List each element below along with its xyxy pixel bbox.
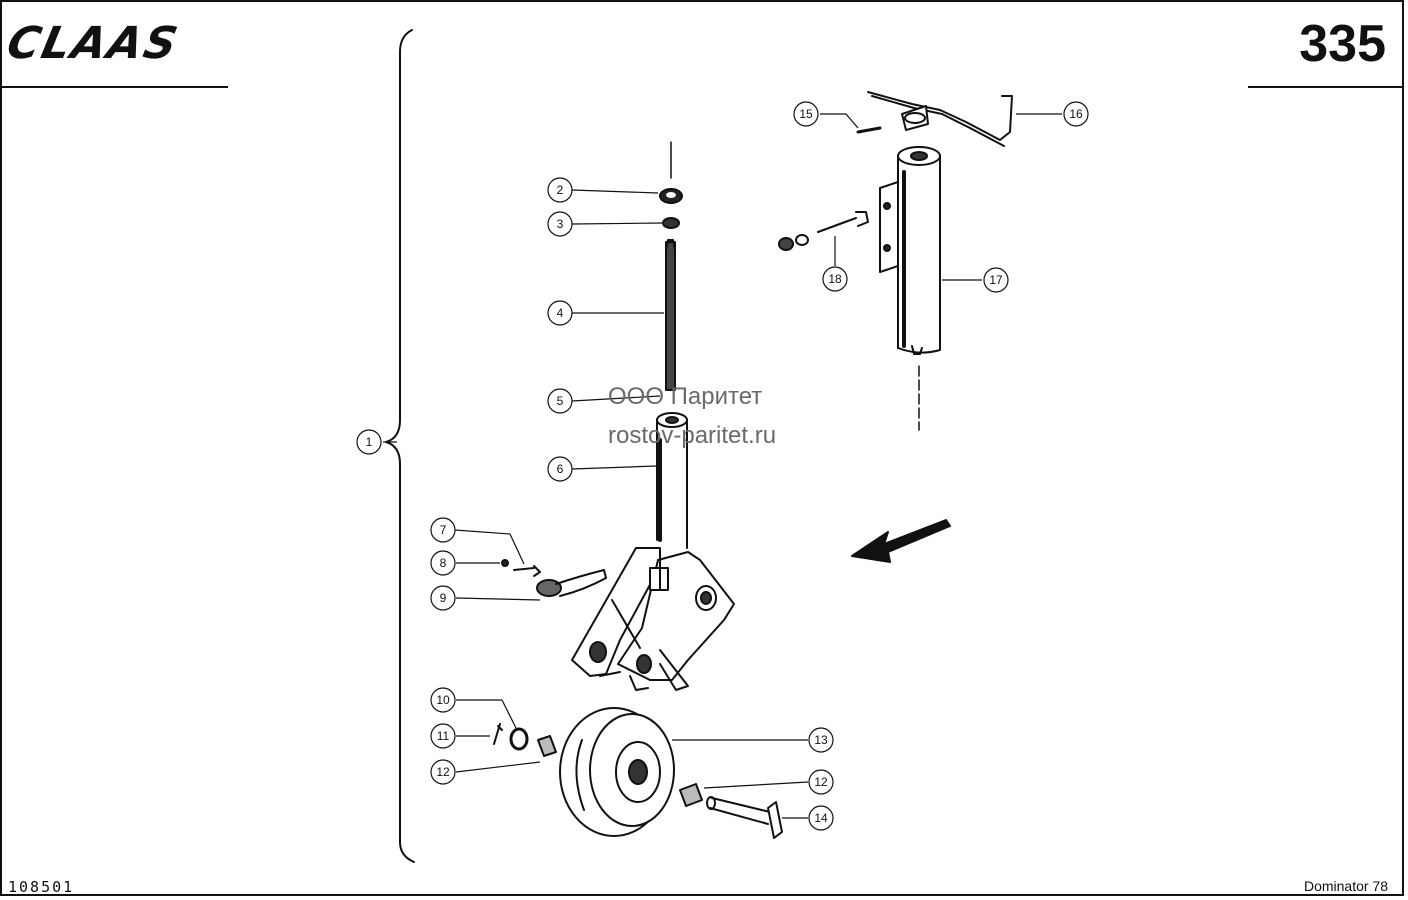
callout-11-label: 11 [437, 729, 450, 743]
callout-5 [547, 388, 573, 414]
part-12-bushing-right [679, 783, 703, 807]
callout-14-label: 14 [814, 811, 828, 825]
callout-6 [547, 456, 573, 482]
part-9-lock-plate [536, 579, 562, 597]
callout-14 [808, 805, 834, 831]
callout-15 [793, 101, 819, 127]
callout-16-label: 16 [1069, 107, 1083, 121]
direction-arrow [851, 519, 951, 563]
part-18-bolt [817, 211, 869, 233]
part-4-rod [665, 241, 676, 391]
watermark-url: rostov-paritet.ru [608, 422, 777, 449]
callout-6-label: 6 [557, 462, 564, 476]
callout-15-label: 15 [799, 107, 813, 121]
callout-4-label: 4 [557, 306, 564, 320]
callout-8 [430, 550, 456, 576]
callout-13-label: 13 [814, 733, 828, 747]
part-10-washer [509, 727, 529, 751]
callout-18-label: 18 [828, 272, 842, 286]
drawing-number: 108501 [8, 878, 75, 896]
part-12-bushing-left [537, 735, 557, 757]
part-8-nut [501, 559, 509, 567]
part-15-pin [856, 126, 882, 134]
callout-11 [430, 723, 456, 749]
callout-8-label: 8 [440, 556, 447, 570]
callout-3 [547, 211, 573, 237]
header-rule-right [1248, 86, 1404, 88]
callout-1-label: 1 [366, 435, 373, 449]
header-rule-left [0, 86, 228, 88]
part-6-tube [656, 419, 688, 549]
watermark-company: ООО Паритет [608, 383, 763, 410]
callout-18 [822, 266, 848, 292]
callout-12-left-label: 12 [436, 765, 450, 779]
callout-17-label: 17 [989, 273, 1003, 287]
callout-2-label: 2 [557, 183, 564, 197]
callout-9 [430, 585, 456, 611]
callout-5-label: 5 [557, 394, 564, 408]
page-number: 335 [1299, 15, 1386, 73]
callout-10-label: 10 [436, 693, 450, 707]
callout-4 [547, 300, 573, 326]
model-label: Dominator 78 [1303, 878, 1388, 894]
assembly-brace [385, 29, 415, 863]
part-16-crank-handle [867, 91, 1013, 141]
callout-12-right-label: 12 [814, 775, 828, 789]
callout-2 [547, 177, 573, 203]
callout-3-label: 3 [557, 217, 564, 231]
part-3-washer [662, 217, 680, 229]
callout-7 [430, 517, 456, 543]
part-11-split-pin [493, 723, 503, 745]
callout-16 [1063, 101, 1089, 127]
callout-12-right [808, 769, 834, 795]
callout-9-label: 9 [440, 591, 447, 605]
callout-10 [430, 687, 456, 713]
part-14-axle [709, 797, 771, 825]
part-7-bolt [513, 565, 541, 577]
callout-12-left [430, 759, 456, 785]
callout-1 [356, 429, 382, 455]
callout-17 [983, 267, 1009, 293]
callout-7-label: 7 [440, 523, 447, 537]
callout-13 [808, 727, 834, 753]
